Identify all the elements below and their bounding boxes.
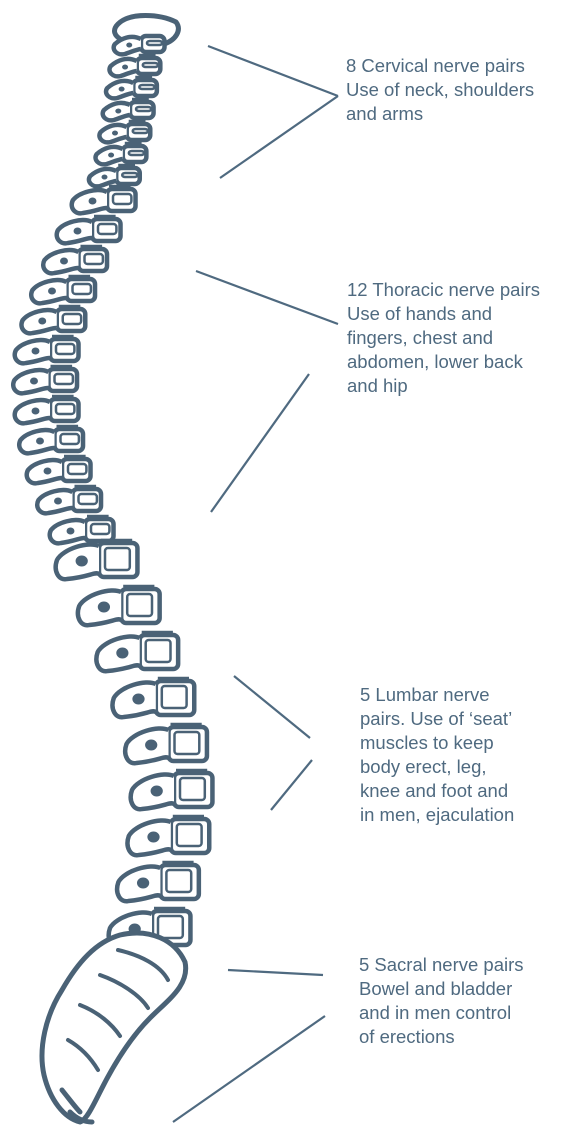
vertebra (57, 216, 121, 243)
vertebra (114, 36, 165, 54)
vertebra-foramen (74, 227, 82, 234)
vertebra (96, 143, 147, 164)
vertebra (27, 456, 91, 483)
sacral-label-line-1: 5 Sacral nerve pairs (359, 953, 524, 977)
lumbar-label-line-5: knee and foot and (360, 779, 514, 803)
lumbar-label-line-4: body erect, leg, (360, 755, 514, 779)
vertebra (128, 816, 210, 855)
vertebra-foramen (126, 42, 132, 47)
vertebra-foramen (38, 317, 46, 324)
vertebra-foramen (32, 407, 40, 414)
vertebra (96, 632, 178, 671)
vertebra-foramen (108, 152, 114, 157)
vertebra (19, 426, 83, 453)
vertebra-foramen (116, 648, 128, 659)
vertebra (43, 246, 107, 273)
thoracic-label-line-1: 12 Thoracic nerve pairs (347, 278, 540, 302)
vertebra-foramen (60, 257, 68, 264)
vertebra (99, 121, 150, 142)
lumbar-leader-top (234, 676, 310, 738)
sacral-label-line-4: of erections (359, 1025, 524, 1049)
vertebra-foramen (36, 437, 44, 444)
cervical-leader-bottom (220, 96, 338, 178)
vertebra (109, 55, 160, 76)
cervical-label-line-3: and arms (346, 102, 534, 126)
sacrum (42, 933, 186, 1122)
vertebra-foramen (102, 174, 108, 179)
thoracic-leader-top (196, 271, 338, 324)
vertebra-foramen (76, 556, 88, 567)
vertebra (113, 678, 195, 717)
vertebra (72, 186, 136, 213)
vertebra (21, 306, 85, 333)
cervical-label-line-2: Use of neck, shoulders (346, 78, 534, 102)
vertebra (89, 165, 140, 186)
vertebra-foramen (151, 786, 163, 797)
vertebra (78, 586, 160, 625)
vertebrae-group (13, 16, 212, 948)
thoracic-leader-bottom (211, 374, 309, 512)
sacral-label: 5 Sacral nerve pairs Bowel and bladder a… (359, 953, 524, 1049)
vertebra-foramen (132, 694, 144, 705)
lumbar-leader-bottom (271, 760, 312, 810)
vertebra-foramen (32, 347, 40, 354)
vertebra (37, 486, 101, 513)
thoracic-label-line-5: and hip (347, 374, 540, 398)
sacral-leader-bottom (173, 1016, 325, 1122)
cervical-leader-top (208, 46, 338, 96)
vertebra-foramen (48, 287, 56, 294)
lumbar-label-line-3: muscles to keep (360, 731, 514, 755)
lumbar-label: 5 Lumbar nerve pairs. Use of ‘seat’ musc… (360, 683, 514, 827)
vertebra-foramen (119, 86, 125, 91)
vertebra-foramen (98, 602, 110, 613)
vertebra (13, 366, 77, 393)
vertebra (56, 540, 138, 579)
vertebra-foramen (137, 878, 149, 889)
vertebra-foramen (44, 467, 52, 474)
vertebra-foramen (112, 130, 118, 135)
vertebra-foramen (54, 497, 62, 504)
vertebra (15, 396, 79, 423)
cervical-label-line-1: 8 Cervical nerve pairs (346, 54, 534, 78)
vertebra-foramen (115, 108, 121, 113)
vertebra (15, 336, 79, 363)
vertebra (125, 724, 207, 763)
thoracic-label-line-2: Use of hands and (347, 302, 540, 326)
lumbar-label-line-2: pairs. Use of ‘seat’ (360, 707, 514, 731)
lumbar-label-line-1: 5 Lumbar nerve (360, 683, 514, 707)
vertebra-foramen (147, 832, 159, 843)
vertebra-foramen (145, 740, 157, 751)
vertebra-foramen (30, 377, 38, 384)
leader-lines (173, 46, 338, 1122)
thoracic-label: 12 Thoracic nerve pairs Use of hands and… (347, 278, 540, 398)
thoracic-label-line-4: abdomen, lower back (347, 350, 540, 374)
lumbar-label-line-6: in men, ejaculation (360, 803, 514, 827)
sacral-leader-top (228, 970, 323, 975)
cervical-label: 8 Cervical nerve pairs Use of neck, shou… (346, 54, 534, 126)
sacral-label-line-2: Bowel and bladder (359, 977, 524, 1001)
vertebra-foramen (67, 527, 75, 534)
vertebra (106, 77, 157, 98)
thoracic-label-line-3: fingers, chest and (347, 326, 540, 350)
vertebra (117, 862, 199, 901)
sacral-label-line-3: and in men control (359, 1001, 524, 1025)
vertebra-foramen (89, 197, 97, 204)
vertebra (31, 276, 95, 303)
vertebra (103, 99, 154, 120)
vertebra (131, 770, 213, 809)
vertebra-foramen (122, 64, 128, 69)
